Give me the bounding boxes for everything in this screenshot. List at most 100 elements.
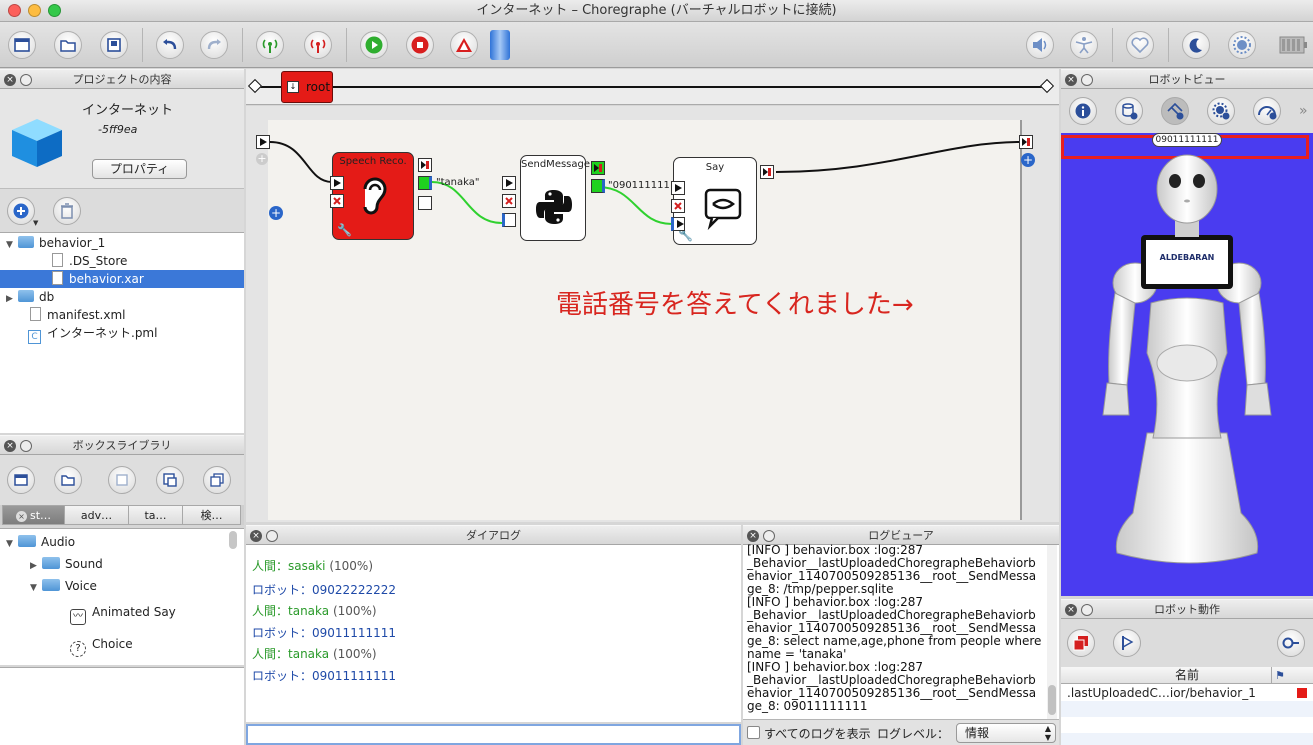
add-item-button[interactable]: [7, 197, 35, 225]
show-all-logs-checkbox[interactable]: [747, 726, 760, 739]
log-scrollbar[interactable]: [1047, 545, 1057, 719]
autonomous-life-button[interactable]: [1126, 31, 1154, 59]
expanded-triangle-icon[interactable]: ▼: [30, 583, 37, 593]
send-output-onresult[interactable]: [591, 179, 605, 193]
robot-view-camera-button[interactable]: [1115, 97, 1143, 125]
close-panel-icon[interactable]: ×: [4, 74, 16, 86]
tree-item-behavior-1[interactable]: ▼behavior_1: [6, 234, 105, 252]
play-button[interactable]: [360, 31, 388, 59]
robot-view-gauge-button[interactable]: [1253, 97, 1281, 125]
float-panel-icon[interactable]: [20, 74, 32, 86]
search-behaviors-button[interactable]: [1277, 629, 1305, 657]
speech-output-nothing[interactable]: [418, 196, 432, 210]
library-save-as-button[interactable]: [156, 466, 184, 494]
stop-button[interactable]: [406, 31, 434, 59]
tab-advanced[interactable]: adv…: [65, 505, 129, 525]
close-tab-icon[interactable]: ×: [15, 511, 27, 522]
table-row[interactable]: .lastUploadedC…ior/behavior_1: [1061, 685, 1313, 701]
posture-button[interactable]: [1070, 31, 1098, 59]
say-input-text[interactable]: [671, 217, 685, 231]
robot-info-button[interactable]: [1069, 97, 1097, 125]
library-item-animated-say[interactable]: 〰Animated Say: [70, 603, 176, 625]
add-input-icon[interactable]: +: [256, 152, 268, 165]
tab-standard[interactable]: ×st…: [2, 505, 65, 525]
add-input-icon[interactable]: +: [269, 206, 283, 220]
volume-button[interactable]: [1026, 31, 1054, 59]
tree-item-behavior-xar[interactable]: behavior.xar: [0, 270, 244, 288]
library-item-choice[interactable]: ?Choice: [70, 635, 133, 657]
collapsed-triangle-icon[interactable]: ▶: [30, 561, 37, 571]
say-output-onstopped[interactable]: [760, 165, 774, 179]
column-header-name[interactable]: 名前: [1174, 668, 1199, 682]
connect-button[interactable]: [256, 31, 284, 59]
say-input-onstart[interactable]: [671, 181, 685, 195]
timeline-start-handle[interactable]: [247, 78, 263, 94]
send-input-onstop[interactable]: [502, 194, 516, 208]
new-window-button[interactable]: [8, 31, 36, 59]
speech-input-onstop[interactable]: [330, 194, 344, 208]
dropdown-arrow-icon[interactable]: ▼: [33, 219, 39, 227]
robot-view-gear-button[interactable]: [1207, 97, 1235, 125]
tree-item-db[interactable]: ▶db: [6, 288, 54, 306]
timeline-end-handle[interactable]: [1039, 78, 1055, 94]
send-output-onstopped[interactable]: [591, 161, 605, 175]
robot-view-motion-button[interactable]: [1161, 97, 1189, 125]
canvas-output-onstopped[interactable]: [1019, 135, 1033, 149]
float-panel-icon[interactable]: [266, 530, 278, 542]
tab-tags[interactable]: ta…: [129, 505, 183, 525]
log-level-select[interactable]: 情報 ▲▼: [956, 723, 1056, 743]
delete-item-button[interactable]: [53, 197, 81, 225]
add-output-icon[interactable]: +: [1021, 153, 1035, 167]
robot-3d-view[interactable]: 09011111111 ALDEBARAN: [1061, 133, 1313, 596]
rest-button[interactable]: [1182, 31, 1210, 59]
speech-reco-box[interactable]: Speech Reco. 🔧: [332, 152, 414, 240]
close-panel-icon[interactable]: ×: [4, 440, 16, 452]
close-panel-icon[interactable]: ×: [250, 530, 262, 542]
library-scrollbar[interactable]: [229, 531, 237, 549]
float-panel-icon[interactable]: [763, 530, 775, 542]
library-item-sound[interactable]: ▶Sound: [30, 555, 103, 573]
stop-all-behaviors-button[interactable]: [1067, 629, 1095, 657]
close-panel-icon[interactable]: ×: [1065, 74, 1077, 86]
library-manage-button[interactable]: [203, 466, 231, 494]
save-button[interactable]: [100, 31, 128, 59]
redo-button[interactable]: [200, 31, 228, 59]
canvas-input-onstart[interactable]: [256, 135, 270, 149]
open-button[interactable]: [54, 31, 82, 59]
flag-column-icon[interactable]: ⚑: [1275, 669, 1285, 682]
robot-settings-button[interactable]: [1228, 31, 1256, 59]
close-window-button[interactable]: [8, 4, 21, 17]
float-panel-icon[interactable]: [1081, 74, 1093, 86]
log-scrollbar-thumb[interactable]: [1048, 685, 1056, 715]
undo-button[interactable]: [156, 31, 184, 59]
slider-handle[interactable]: [490, 30, 510, 60]
say-input-onstop[interactable]: [671, 199, 685, 213]
dialog-input[interactable]: [246, 724, 741, 745]
breadcrumb-root[interactable]: ↓ root: [281, 71, 333, 103]
disconnect-button[interactable]: [304, 31, 332, 59]
send-input-onmessage[interactable]: [502, 213, 516, 227]
speech-output-onstopped[interactable]: [418, 158, 432, 172]
say-box[interactable]: Say 🔧: [673, 157, 757, 245]
speech-output-word[interactable]: [418, 176, 432, 190]
properties-button[interactable]: プロパティ: [92, 159, 187, 179]
send-input-onstart[interactable]: [502, 176, 516, 190]
wrench-icon[interactable]: 🔧: [678, 228, 693, 242]
library-item-audio[interactable]: ▼Audio: [6, 533, 75, 551]
float-panel-icon[interactable]: [20, 440, 32, 452]
tab-search[interactable]: 検…: [183, 505, 241, 525]
library-item-voice[interactable]: ▼Voice: [30, 577, 97, 595]
collapsed-triangle-icon[interactable]: ▶: [6, 294, 13, 304]
minimize-window-button[interactable]: [28, 4, 41, 17]
default-behavior-button[interactable]: [1113, 629, 1141, 657]
library-save-button[interactable]: [108, 466, 136, 494]
tree-item-ds-store[interactable]: .DS_Store: [52, 252, 127, 270]
debug-button[interactable]: [450, 31, 478, 59]
library-new-button[interactable]: [7, 466, 35, 494]
close-panel-icon[interactable]: ×: [1065, 604, 1077, 616]
zoom-window-button[interactable]: [48, 4, 61, 17]
wrench-icon[interactable]: 🔧: [337, 223, 352, 237]
speech-input-onstart[interactable]: [330, 176, 344, 190]
more-chevron-icon[interactable]: »: [1299, 103, 1308, 119]
